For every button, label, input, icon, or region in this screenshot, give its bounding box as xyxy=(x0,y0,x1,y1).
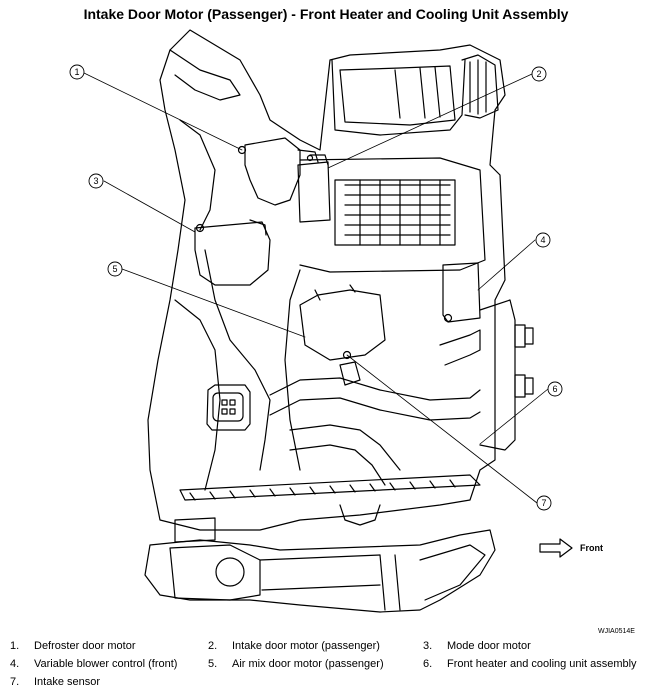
intake-sensor xyxy=(339,361,361,386)
heater-cooling-unit xyxy=(144,29,534,613)
legend-text: Air mix door motor (passenger) xyxy=(232,658,384,670)
legend-item-7: 7. Intake sensor xyxy=(10,676,100,688)
legend-num: 6. xyxy=(423,658,433,670)
legend-row: 7. Intake sensor xyxy=(10,676,650,694)
legend-num: 1. xyxy=(10,640,20,652)
legend-num: 2. xyxy=(208,640,218,652)
legend-text: Intake door motor (passenger) xyxy=(232,640,380,652)
page-title: Intake Door Motor (Passenger) - Front He… xyxy=(83,6,569,22)
callout-3-label: 3 xyxy=(93,176,98,186)
legend-text: Front heater and cooling unit assembly xyxy=(447,658,637,670)
front-label: Front xyxy=(580,543,603,553)
variable-blower-control xyxy=(442,262,481,323)
legend-item-2: 2. Intake door motor (passenger) xyxy=(208,640,380,652)
defroster-door-motor xyxy=(237,137,319,206)
mode-door-motor xyxy=(194,219,271,286)
callout-6-label: 6 xyxy=(552,384,557,394)
callout-5-label: 5 xyxy=(112,264,117,274)
legend-item-4: 4. Variable blower control (front) xyxy=(10,658,177,670)
callout-1: 1 xyxy=(69,64,85,80)
callout-7: 7 xyxy=(536,495,552,511)
legend-num: 5. xyxy=(208,658,218,670)
figure-code: WJIA0514E xyxy=(598,628,635,635)
callout-2-label: 2 xyxy=(536,69,541,79)
legend-item-6: 6. Front heater and cooling unit assembly xyxy=(423,658,637,670)
callout-6: 6 xyxy=(547,381,563,397)
legend-item-5: 5. Air mix door motor (passenger) xyxy=(208,658,384,670)
leader-lines xyxy=(83,72,549,504)
legend-num: 3. xyxy=(423,640,433,652)
callout-markers: 1 2 3 4 5 6 7 xyxy=(69,64,563,511)
callout-4-label: 4 xyxy=(540,235,545,245)
callout-4: 4 xyxy=(535,232,551,248)
legend-text: Mode door motor xyxy=(447,640,531,652)
legend-item-3: 3. Mode door motor xyxy=(423,640,531,652)
front-arrow-icon xyxy=(539,538,573,558)
callout-3: 3 xyxy=(88,173,104,189)
legend: 1. Defroster door motor 2. Intake door mot… xyxy=(10,640,650,694)
legend-text: Defroster door motor xyxy=(34,640,136,652)
legend-text: Intake sensor xyxy=(34,676,101,688)
air-mix-door-motor xyxy=(299,284,386,361)
intake-door-motor xyxy=(297,154,331,223)
legend-num: 7. xyxy=(10,676,20,688)
callout-5: 5 xyxy=(107,261,123,277)
legend-row: 1. Defroster door motor 2. Intake door mot… xyxy=(10,640,650,658)
legend-item-1: 1. Defroster door motor xyxy=(10,640,135,652)
callout-2: 2 xyxy=(531,66,547,82)
callout-1-label: 1 xyxy=(74,67,79,77)
legend-num: 4. xyxy=(10,658,20,670)
legend-row: 4. Variable blower control (front) 5. Air … xyxy=(10,658,650,676)
callout-7-label: 7 xyxy=(541,498,546,508)
legend-text: Variable blower control (front) xyxy=(34,658,178,670)
